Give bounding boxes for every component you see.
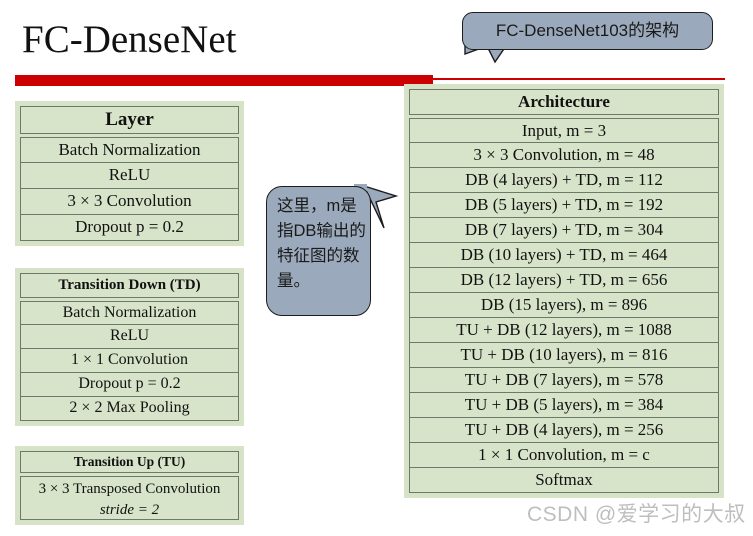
transition-up-conv-line: 3 × 3 Transposed Convolution <box>38 481 221 497</box>
table-row: DB (4 layers) + TD, m = 112 <box>409 168 719 193</box>
title-rule-thin <box>433 78 725 80</box>
table-row: 2 × 2 Max Pooling <box>20 397 239 421</box>
table-row: Input, m = 3 <box>409 118 719 143</box>
table-row: DB (7 layers) + TD, m = 304 <box>409 218 719 243</box>
table-row: Dropout p = 0.2 <box>20 215 239 241</box>
table-row: 3 × 3 Transposed Convolution stride = 2 <box>20 476 239 520</box>
transition-down-table-body: Batch Normalization ReLU 1 × 1 Convoluti… <box>20 301 239 421</box>
page-title: FC-DenseNet <box>22 18 237 61</box>
table-row: DB (10 layers) + TD, m = 464 <box>409 243 719 268</box>
transition-up-table-header: Transition Up (TU) <box>20 451 239 473</box>
table-row: DB (15 layers), m = 896 <box>409 293 719 318</box>
transition-up-stride-line: stride = 2 <box>99 502 160 518</box>
table-row: ReLU <box>20 163 239 189</box>
transition-down-table-header: Transition Down (TD) <box>20 273 239 298</box>
architecture-table-body: Input, m = 3 3 × 3 Convolution, m = 48 D… <box>409 118 719 493</box>
table-row: Batch Normalization <box>20 301 239 325</box>
table-row: 3 × 3 Convolution, m = 48 <box>409 143 719 168</box>
table-row: TU + DB (12 layers), m = 1088 <box>409 318 719 343</box>
table-row: TU + DB (4 layers), m = 256 <box>409 418 719 443</box>
architecture-table: Architecture Input, m = 3 3 × 3 Convolut… <box>404 84 724 498</box>
layer-table: Layer Batch Normalization ReLU 3 × 3 Con… <box>15 101 244 246</box>
table-row: DB (5 layers) + TD, m = 192 <box>409 193 719 218</box>
callout-m-explanation: 这里，m是指DB输出的特征图的数量。 <box>266 186 371 316</box>
table-row: 1 × 1 Convolution <box>20 349 239 373</box>
table-row: Batch Normalization <box>20 137 239 163</box>
architecture-table-header: Architecture <box>409 89 719 115</box>
callout-architecture-label: FC-DenseNet103的架构 <box>462 12 713 50</box>
table-row: ReLU <box>20 325 239 349</box>
watermark: CSDN @爱学习的大叔 <box>527 503 746 526</box>
table-row: TU + DB (5 layers), m = 384 <box>409 393 719 418</box>
table-row: 1 × 1 Convolution, m = c <box>409 443 719 468</box>
layer-table-body: Batch Normalization ReLU 3 × 3 Convoluti… <box>20 137 239 241</box>
table-row: Dropout p = 0.2 <box>20 373 239 397</box>
transition-up-table: Transition Up (TU) 3 × 3 Transposed Conv… <box>15 446 244 525</box>
table-row: TU + DB (7 layers), m = 578 <box>409 368 719 393</box>
table-row: TU + DB (10 layers), m = 816 <box>409 343 719 368</box>
transition-down-table: Transition Down (TD) Batch Normalization… <box>15 268 244 426</box>
title-rule-thick <box>15 75 433 86</box>
table-row: DB (12 layers) + TD, m = 656 <box>409 268 719 293</box>
table-row: Softmax <box>409 468 719 493</box>
table-row: 3 × 3 Convolution <box>20 189 239 215</box>
layer-table-header: Layer <box>20 106 239 134</box>
transition-up-table-body: 3 × 3 Transposed Convolution stride = 2 <box>20 476 239 520</box>
